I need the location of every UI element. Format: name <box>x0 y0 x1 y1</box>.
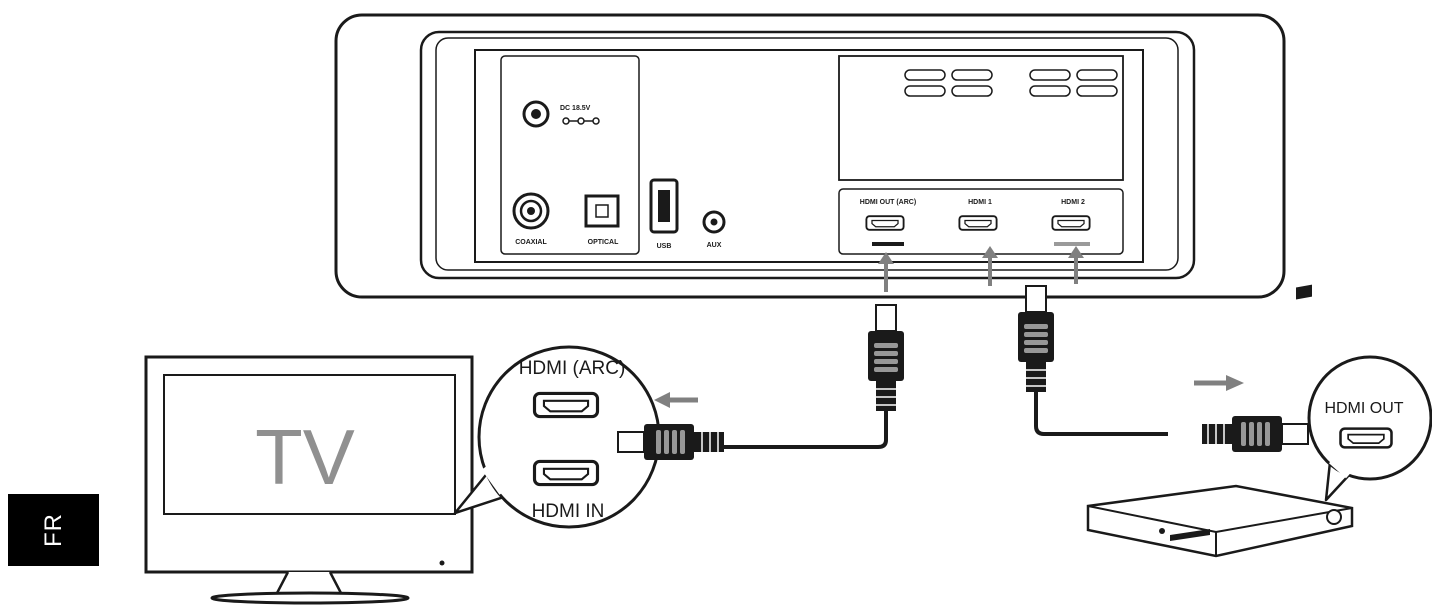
tv-hdmi-arc-label: HDMI (ARC) <box>519 358 626 379</box>
player-device-icon <box>1086 284 1354 558</box>
usb-port <box>649 178 679 234</box>
left-arrow-icon <box>654 392 698 408</box>
arc-marker <box>872 242 904 246</box>
tv-hdmi-in-port <box>532 459 600 487</box>
aux-label: AUX <box>707 242 722 249</box>
hdmi-out-arc-port <box>865 215 905 231</box>
player-hdmi-out-port <box>1339 427 1393 449</box>
player-hdmi-out-label: HDMI OUT <box>1324 400 1403 417</box>
tv-icon <box>144 355 474 605</box>
optical-jack <box>584 194 620 228</box>
hdmi-out-arc-label: HDMI OUT (ARC) <box>860 199 916 206</box>
hdmi-2-port <box>1051 215 1091 231</box>
dc-polarity-icon <box>562 117 600 125</box>
hdmi-2-label: HDMI 2 <box>1061 199 1085 206</box>
language-tab: FR <box>8 494 99 566</box>
hdmi-2-marker <box>1054 242 1090 246</box>
hdmi-cable-to-tv <box>617 304 905 461</box>
dc-label: DC 18.5V <box>560 105 591 112</box>
tv-screen-label: TV <box>255 413 355 501</box>
player-callout-bubble <box>1307 355 1432 502</box>
tv-hdmi-arc-port <box>532 391 600 419</box>
upward-arrow-icon <box>878 246 1084 292</box>
vent-slots <box>904 69 1118 97</box>
right-arrow-icon <box>1194 375 1244 391</box>
coaxial-jack <box>512 192 550 230</box>
language-tab-label: FR <box>39 513 67 547</box>
usb-label: USB <box>657 243 672 250</box>
optical-label: OPTICAL <box>588 239 619 246</box>
soundbar-rear: DC 18.5V COAXIAL OPTICAL USB AUX <box>334 13 1286 299</box>
aux-jack <box>702 210 726 234</box>
dc-jack <box>522 100 550 128</box>
hdmi-1-label: HDMI 1 <box>968 199 992 206</box>
tv-hdmi-in-label: HDMI IN <box>532 501 605 522</box>
hdmi-cable-to-player <box>1017 285 1309 453</box>
hdmi-1-port <box>958 215 998 231</box>
coaxial-label: COAXIAL <box>515 239 547 246</box>
